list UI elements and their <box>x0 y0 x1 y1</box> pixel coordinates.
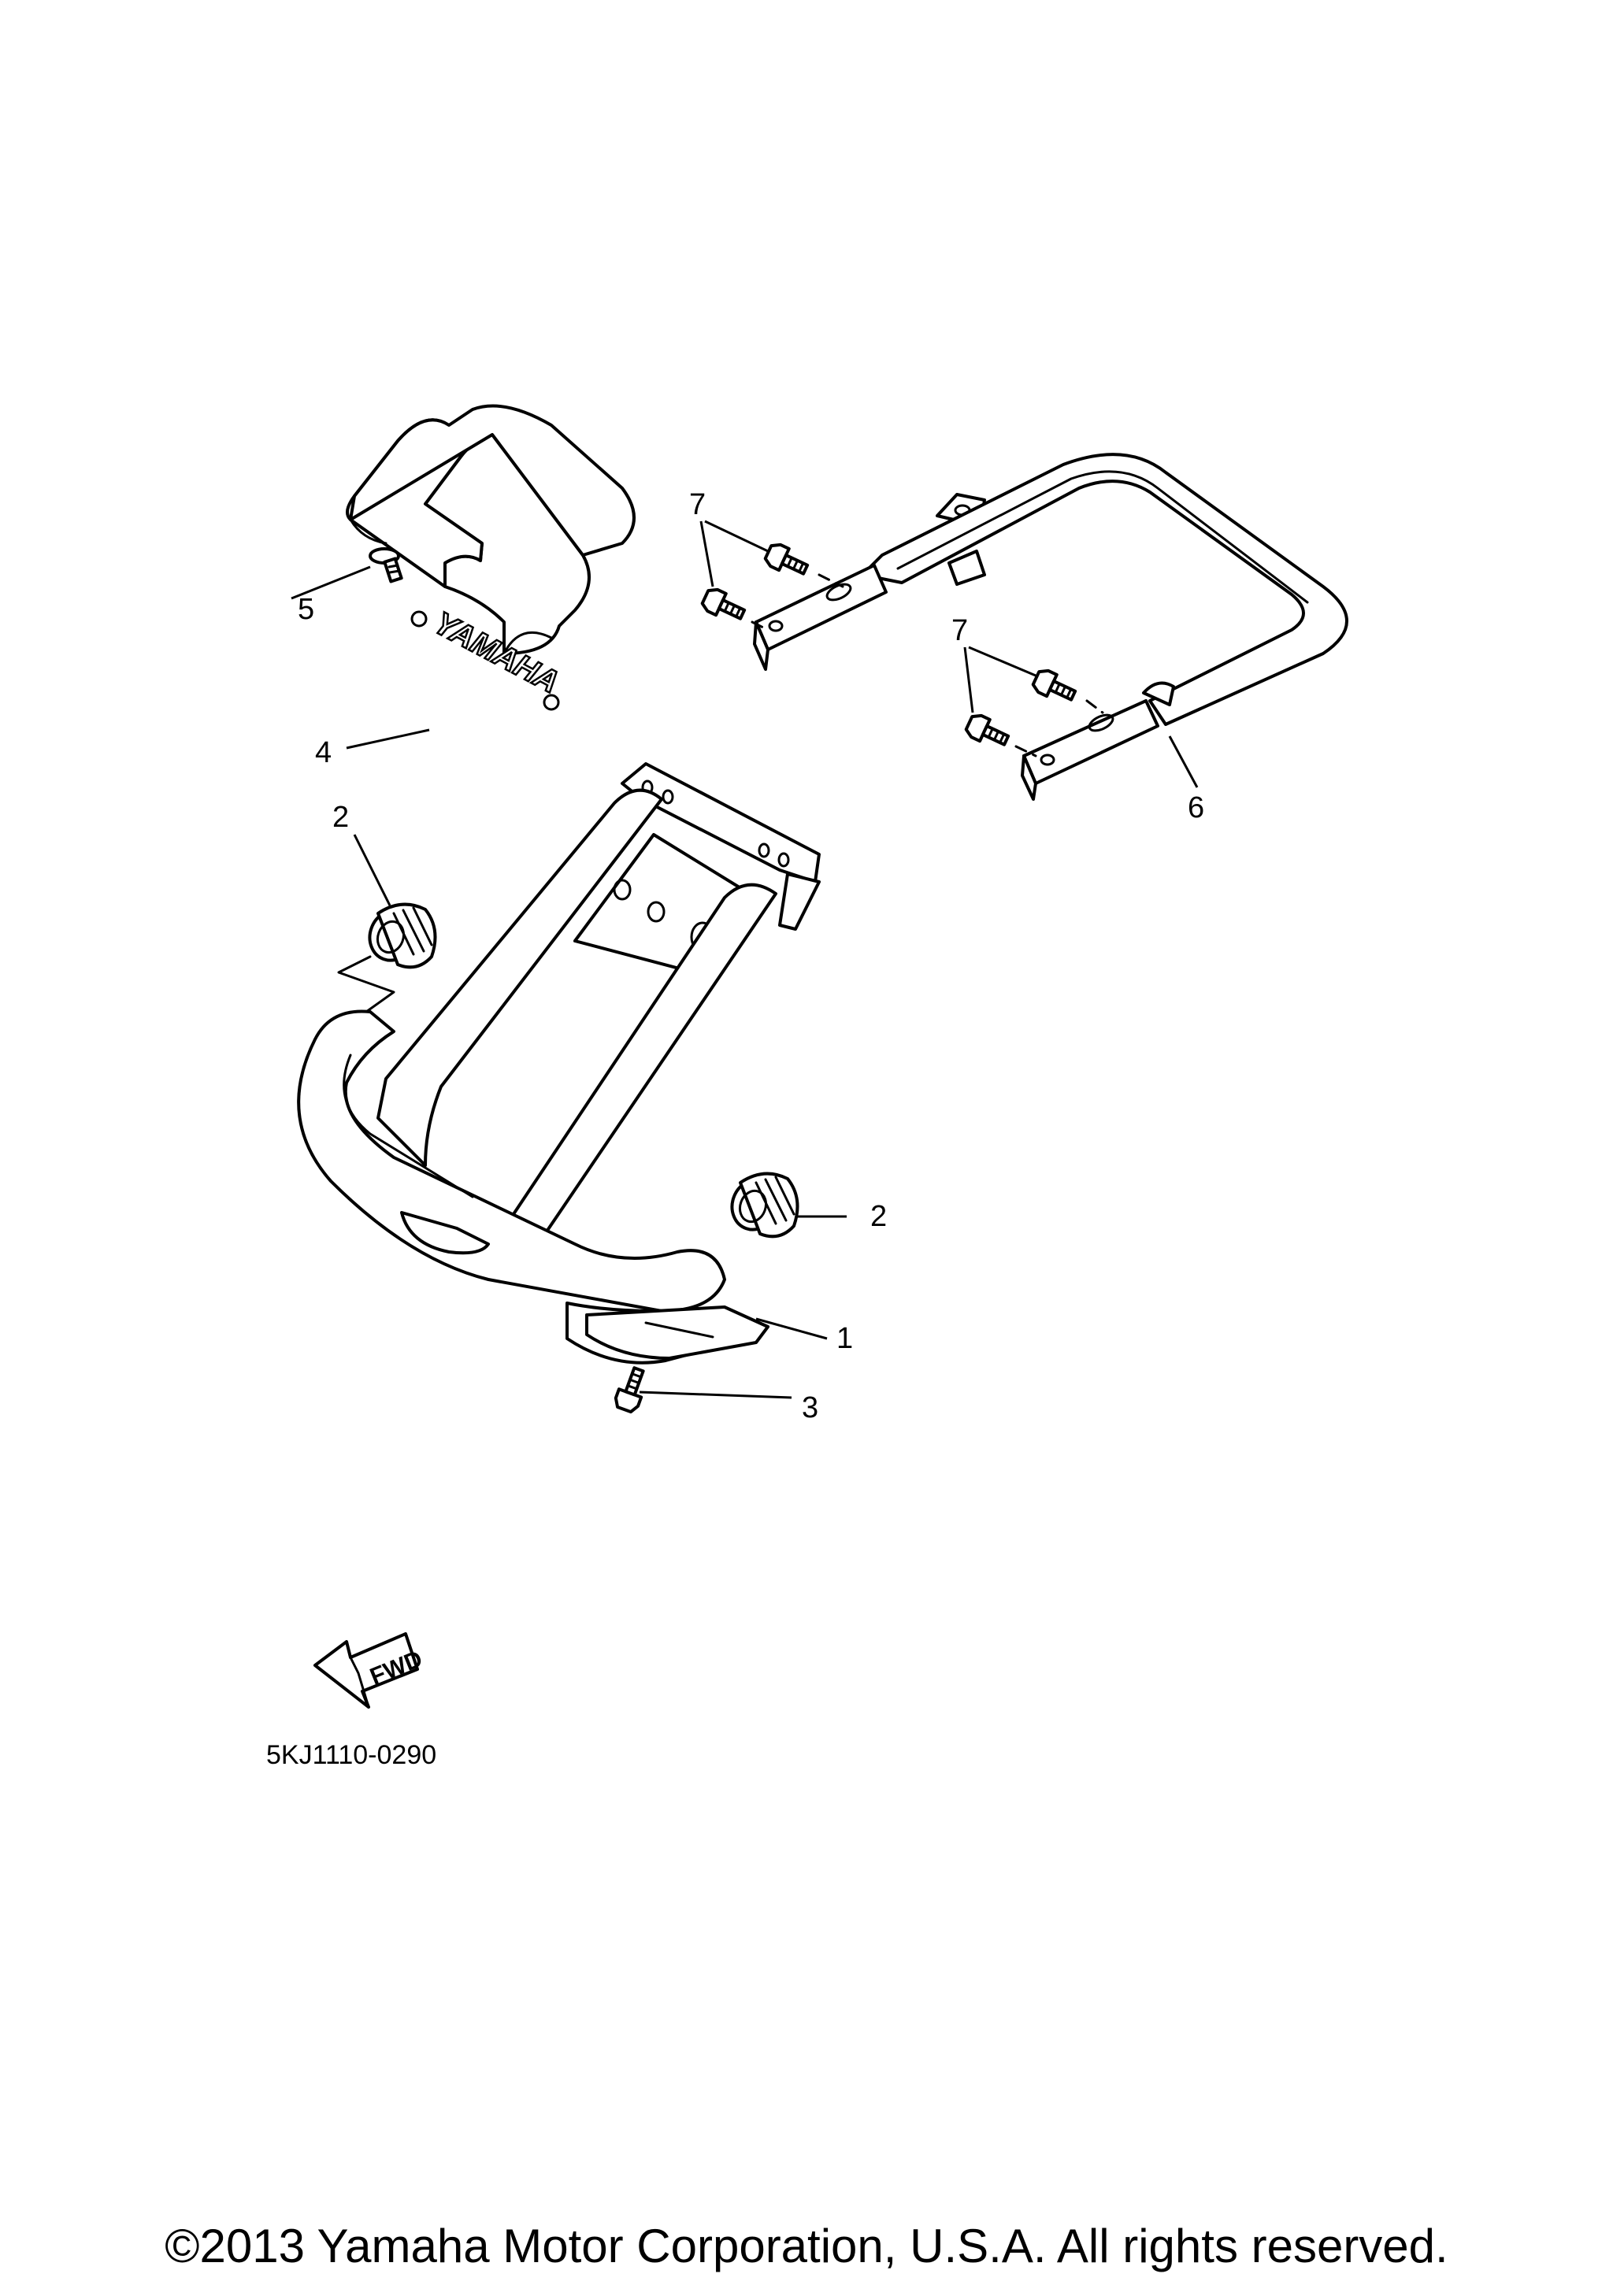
forward-arrow-icon: FWD <box>313 1632 426 1709</box>
copyright-notice: ©2013 Yamaha Motor Corporation, U.S.A. A… <box>165 2220 1448 2272</box>
callout-4: 4 <box>315 736 332 769</box>
damper-left-part <box>368 902 437 969</box>
diagram-code: 5KJ1110-0290 <box>266 1740 436 1770</box>
callout-6: 6 <box>1188 791 1204 824</box>
callout-2-right: 2 <box>870 1200 887 1233</box>
bolt-pair-upper <box>700 543 810 620</box>
bolt-pair-lower <box>964 668 1077 746</box>
callout-7-right: 7 <box>951 614 968 647</box>
engine-guard-part <box>297 762 821 1365</box>
callout-1: 1 <box>836 1322 853 1355</box>
callout-3: 3 <box>802 1391 818 1424</box>
callout-2-left: 2 <box>332 801 349 834</box>
damper-right-part <box>730 1172 799 1239</box>
grab-bar-part <box>753 453 1348 801</box>
cover-screw-part <box>369 547 403 583</box>
lower-bolt-part <box>614 1366 645 1414</box>
callout-5: 5 <box>298 593 314 626</box>
callout-7-left: 7 <box>689 488 706 521</box>
